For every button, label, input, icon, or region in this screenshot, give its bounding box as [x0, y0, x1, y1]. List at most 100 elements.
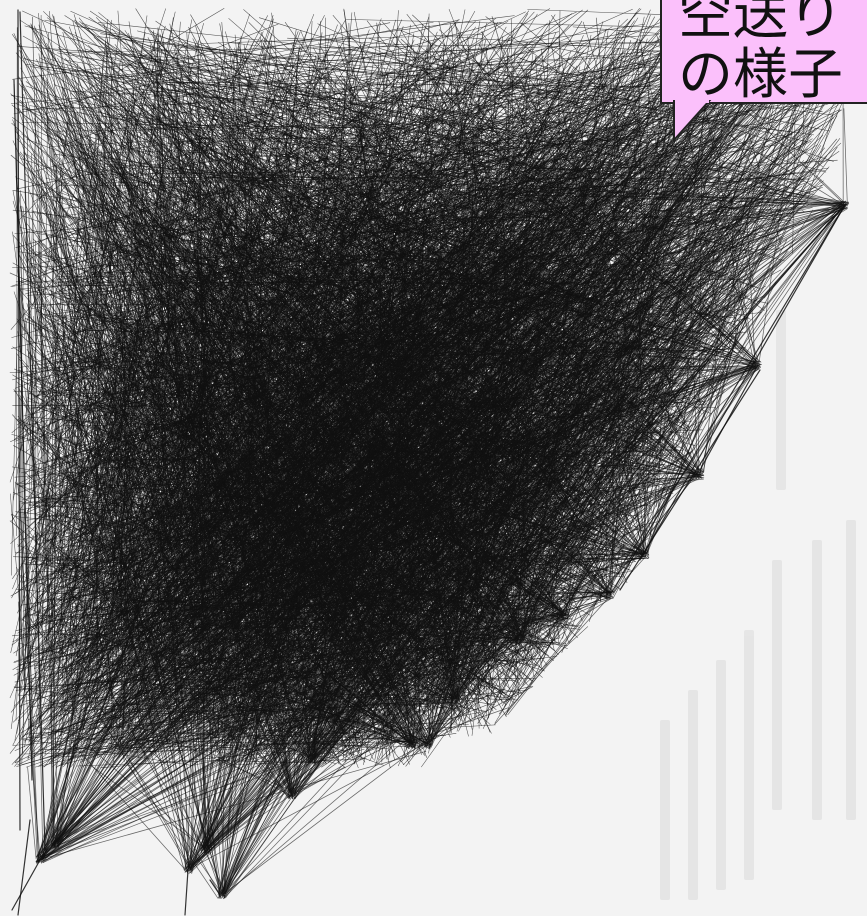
path-segment: [113, 34, 660, 78]
path-segment: [137, 30, 520, 129]
path-segment: [78, 17, 184, 148]
path-segment: [49, 246, 109, 308]
path-segment: [18, 238, 46, 684]
path-segment: [212, 150, 329, 692]
path-segment: [73, 381, 567, 561]
path-segment: [16, 161, 123, 734]
path-segment: [320, 44, 474, 72]
path-segment: [82, 71, 368, 350]
path-segment: [262, 57, 405, 65]
path-segment: [341, 144, 818, 454]
path-segment: [256, 120, 545, 525]
path-segment: [143, 230, 206, 430]
path-segment: [13, 119, 69, 501]
path-segment: [335, 379, 654, 405]
path-segment: [57, 59, 121, 584]
path-segment: [20, 11, 176, 692]
path-segment: [91, 378, 671, 592]
path-segment: [279, 210, 395, 255]
path-segment: [593, 130, 624, 258]
path-segment: [419, 13, 672, 509]
path-segment: [69, 310, 84, 593]
path-segment: [37, 381, 292, 392]
path-segment: [26, 244, 100, 465]
path-segment: [115, 365, 251, 712]
path-segment: [157, 72, 388, 570]
path-segment: [228, 106, 489, 187]
path-segment: [74, 32, 203, 336]
path-segment: [110, 61, 112, 278]
path-segment: [81, 26, 434, 127]
path-segment: [502, 79, 561, 241]
path-segment: [593, 134, 787, 181]
path-segment: [452, 376, 693, 426]
path-segment: [145, 739, 232, 755]
path-segment: [104, 172, 688, 325]
path-segment: [83, 37, 440, 405]
path-segment: [69, 421, 613, 558]
path-segment: [502, 34, 592, 483]
path-segment: [23, 186, 77, 331]
path-segment: [184, 260, 525, 319]
path-segment: [173, 46, 814, 136]
path-segment: [200, 312, 250, 596]
path-segment: [145, 359, 204, 580]
path-segment: [179, 293, 533, 303]
path-segment: [312, 66, 690, 180]
path-segment: [52, 164, 419, 304]
path-segment: [239, 372, 263, 681]
path-segment: [37, 84, 175, 457]
path-segment: [41, 32, 49, 658]
path-segment: [130, 124, 340, 695]
path-segment: [13, 428, 209, 495]
path-segment: [593, 69, 615, 524]
path-segment: [257, 206, 381, 338]
path-segment: [18, 83, 249, 395]
path-segment: [353, 56, 570, 606]
path-segment: [137, 141, 354, 455]
path-segment: [192, 181, 343, 377]
path-segment: [551, 15, 630, 124]
path-segment: [131, 295, 389, 378]
path-segment: [158, 32, 167, 175]
path-segment: [165, 81, 712, 88]
path-segment: [55, 97, 130, 754]
path-segment: [435, 35, 677, 53]
path-segment: [75, 150, 293, 193]
path-segment: [285, 68, 632, 355]
path-segment: [259, 19, 460, 75]
path-segment: [275, 223, 648, 413]
path-segment: [135, 102, 348, 658]
path-segment: [28, 144, 224, 366]
path-segment: [131, 74, 170, 484]
path-segment: [24, 124, 694, 295]
path-segment: [52, 350, 171, 554]
path-segment: [230, 48, 534, 142]
path-segment: [74, 22, 289, 243]
path-segment: [19, 236, 25, 473]
path-segment: [335, 48, 619, 263]
path-segment: [80, 232, 744, 690]
path-segment: [70, 351, 487, 413]
path-segment: [267, 67, 501, 217]
path-segment: [116, 63, 566, 258]
path-segment: [296, 173, 390, 514]
path-segment: [275, 126, 369, 252]
path-segment: [108, 33, 702, 369]
path-segment: [436, 30, 620, 737]
path-segment: [58, 126, 398, 132]
path-segment: [198, 13, 719, 119]
path-segment: [13, 49, 310, 115]
path-segment: [107, 528, 245, 605]
path-segment: [294, 85, 473, 437]
path-segment: [251, 157, 524, 378]
path-segment: [53, 153, 530, 217]
path-segment: [254, 40, 273, 153]
path-segment: [396, 35, 405, 123]
path-segment: [46, 88, 130, 309]
path-segment: [22, 10, 233, 109]
path-segment: [25, 81, 38, 428]
path-segment: [504, 626, 589, 703]
